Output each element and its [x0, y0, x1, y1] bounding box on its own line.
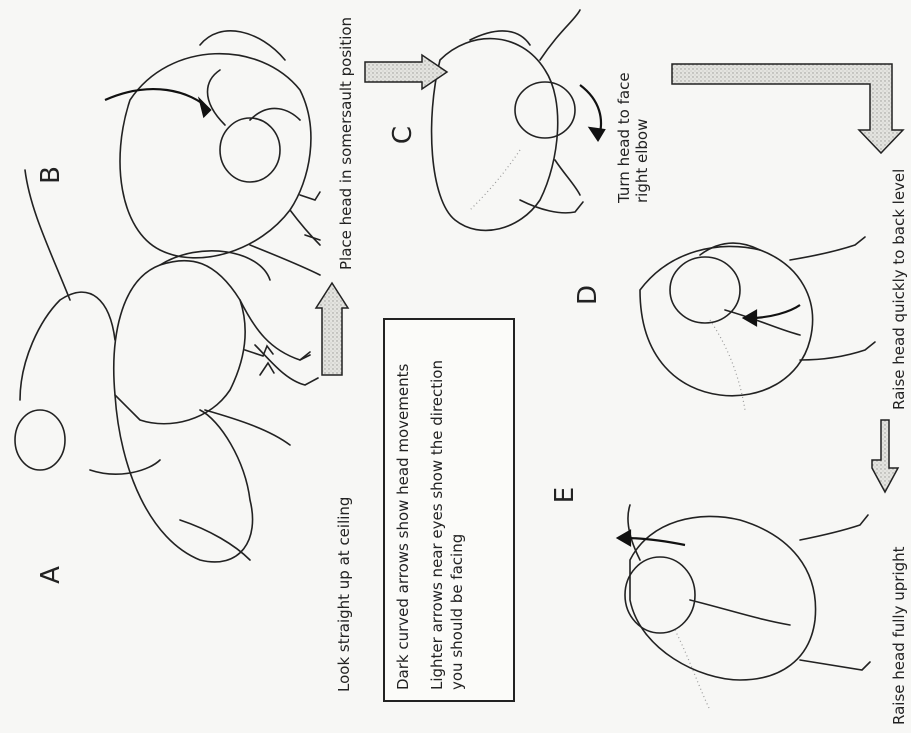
step-b-caption: Place head in somersault position [337, 17, 355, 270]
figure-e-drawing [625, 505, 870, 680]
legend-dark-arrows: Dark curved arrows show head movements [393, 330, 413, 690]
arrow-d-to-e [872, 420, 898, 492]
step-b-letter: B [36, 166, 66, 184]
figure-d-drawing [640, 237, 875, 396]
figure-c-drawing [432, 10, 583, 230]
arrow-c-to-d [672, 64, 903, 153]
step-d-letter: D [573, 285, 603, 305]
step-e-letter: E [550, 487, 580, 503]
arrow-a-to-b [316, 283, 348, 375]
step-c-letter: C [388, 126, 418, 144]
step-a-letter: A [36, 566, 66, 584]
figure-b-drawing [120, 31, 320, 275]
step-a-caption: Look straight up at ceiling [335, 497, 353, 692]
step-e-caption: Raise head fully upright [890, 546, 908, 725]
legend-box: Dark curved arrows show head movements L… [383, 318, 515, 702]
step-c-caption: Turn head to face right elbow [615, 72, 651, 203]
step-d-caption: Raise head quickly to back level [890, 169, 908, 410]
legend-light-arrows: Lighter arrows near eyes show the direct… [427, 330, 467, 690]
